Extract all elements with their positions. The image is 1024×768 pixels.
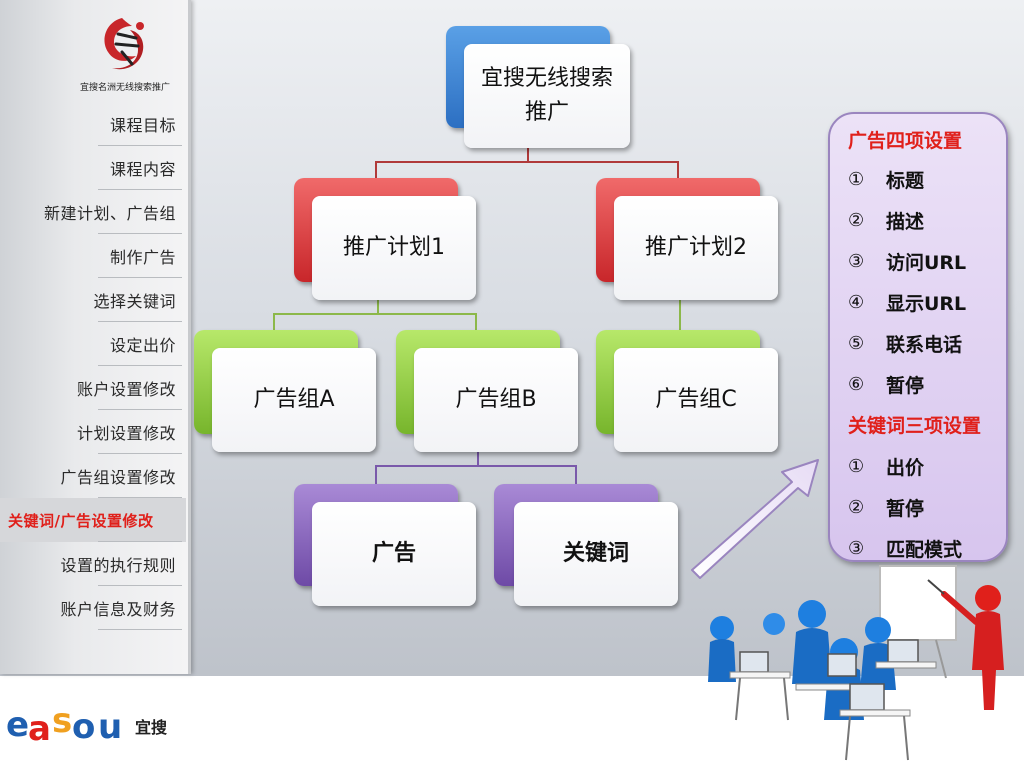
sidebar-nav: 课程目标 课程内容 新建计划、广告组 制作广告 选择关键词 设定出价 账户设置修… — [0, 102, 186, 630]
sidebar-item-course-content[interactable]: 课程内容 — [0, 146, 186, 190]
sidebar-item-account-settings[interactable]: 账户设置修改 — [0, 366, 186, 410]
ad-setting-item: ⑥ 暂停 — [848, 371, 924, 398]
ad-setting-label: 描述 — [886, 211, 925, 233]
teacher-figure-icon — [927, 579, 1004, 710]
sidebar-item-plan-settings[interactable]: 计划设置修改 — [0, 410, 186, 454]
arrow-icon — [691, 459, 819, 579]
sidebar-item-keyword-ad-settings[interactable]: 关键词/广告设置修改 — [0, 498, 186, 542]
sidebar-item-account-finance[interactable]: 账户信息及财务 — [0, 586, 186, 630]
keyword-setting-item: ① 出价 — [848, 453, 924, 480]
ad-setting-label: 标题 — [886, 170, 925, 192]
connector-plan1-groups — [273, 300, 477, 330]
ad-setting-item: ③ 访问URL — [848, 248, 966, 275]
whiteboard-icon — [879, 565, 957, 679]
brand-logo-icon — [104, 18, 144, 70]
groupa-node: 广告组A — [212, 348, 376, 452]
svg-text:e: e — [6, 705, 29, 745]
ad-setting-label: 联系电话 — [886, 334, 963, 356]
svg-text:a: a — [28, 709, 51, 748]
groupb-node: 广告组B — [414, 348, 578, 452]
sidebar-item-make-ad[interactable]: 制作广告 — [0, 234, 186, 278]
easou-logo: e a s o u — [6, 701, 122, 748]
ad-setting-num: ⑥ — [848, 374, 865, 395]
svg-text:u: u — [98, 707, 122, 747]
svg-text:o: o — [72, 707, 95, 747]
ad-setting-item: ① 标题 — [848, 166, 924, 193]
keyword-setting-item: ② 暂停 — [848, 494, 924, 521]
ad-setting-num: ① — [848, 169, 865, 190]
sidebar-item-adgroup-settings[interactable]: 广告组设置修改 — [0, 454, 186, 498]
keyword-setting-item: ③ 匹配模式 — [848, 535, 962, 562]
desks-icon — [729, 639, 937, 761]
keyword-settings-heading: 关键词三项设置 — [848, 415, 982, 437]
keyword-setting-label: 暂停 — [886, 498, 925, 520]
groupc-node: 广告组C — [614, 348, 778, 452]
ad-setting-num: ③ — [848, 251, 865, 272]
root-node: 宜搜无线搜索推广 — [464, 44, 630, 148]
connector-groupb-leaves — [375, 452, 577, 484]
ad-setting-num: ⑤ — [848, 333, 865, 354]
logo-tagline: 宜搜名洲无线搜索推广 — [79, 83, 170, 93]
plan1-node: 推广计划1 — [312, 196, 476, 300]
sidebar-item-set-bid[interactable]: 设定出价 — [0, 322, 186, 366]
ad-setting-label: 暂停 — [886, 375, 925, 397]
ad-node: 广告 — [312, 502, 476, 606]
ad-setting-num: ④ — [848, 292, 865, 313]
keyword-setting-num: ② — [848, 497, 865, 518]
sidebar-item-select-keywords[interactable]: 选择关键词 — [0, 278, 186, 322]
settings-panel: 广告四项设置 ① 标题 ② 描述 ③ 访问URL ④ 显示URL ⑤ 联系电话 … — [828, 112, 1008, 562]
plan2-node: 推广计划2 — [614, 196, 778, 300]
connector-root-plans — [375, 148, 679, 178]
ad-setting-num: ② — [848, 210, 865, 231]
svg-text:s: s — [52, 701, 72, 741]
sidebar: 宜搜名洲无线搜索推广 课程目标 课程内容 新建计划、广告组 制作广告 选择关键词… — [0, 0, 191, 674]
sidebar-item-new-plan-adgroup[interactable]: 新建计划、广告组 — [0, 190, 186, 234]
ad-settings-heading: 广告四项设置 — [848, 130, 963, 152]
ad-setting-item: ② 描述 — [848, 207, 924, 234]
easou-cn-name: 宜搜 — [135, 718, 168, 737]
ad-setting-label: 显示URL — [886, 293, 967, 315]
ad-setting-label: 访问URL — [886, 252, 967, 274]
keyword-setting-num: ① — [848, 456, 865, 477]
ad-setting-item: ④ 显示URL — [848, 289, 966, 316]
ad-setting-item: ⑤ 联系电话 — [848, 330, 962, 357]
keyword-setting-label: 出价 — [886, 457, 925, 479]
keyword-setting-label: 匹配模式 — [886, 539, 963, 561]
keyword-setting-num: ③ — [848, 538, 865, 559]
classroom-illustration — [708, 565, 1004, 761]
sidebar-item-course-goal[interactable]: 课程目标 — [0, 102, 186, 146]
sidebar-item-execution-rules[interactable]: 设置的执行规则 — [0, 542, 186, 586]
keyword-node: 关键词 — [514, 502, 678, 606]
